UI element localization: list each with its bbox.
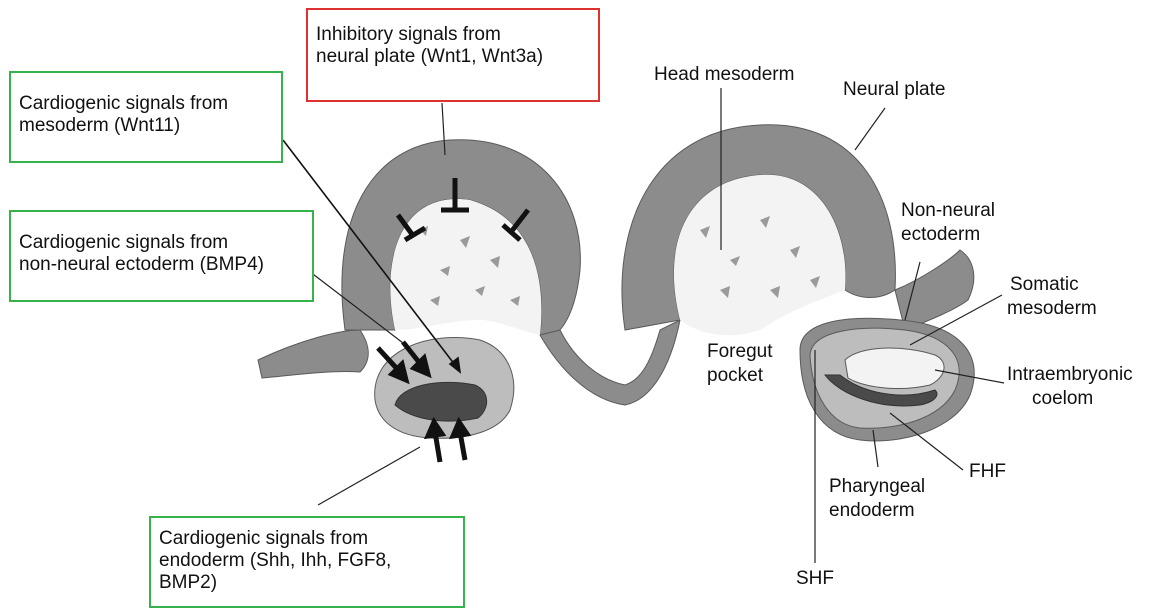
nonneural-box-line-1: Cardiogenic signals from <box>19 232 304 254</box>
label-fhf: FHF <box>969 461 1006 482</box>
endoderm-box-line-3: BMP2) <box>159 572 455 594</box>
neural-plate-midline <box>540 320 680 405</box>
nonneural-signals-box: Cardiogenic signals from non-neural ecto… <box>9 210 314 302</box>
intraembryonic-coelom-space <box>845 348 944 388</box>
label-head-mesoderm: Head mesoderm <box>654 64 794 85</box>
inhibitory-box-line-2: neural plate (Wnt1, Wnt3a) <box>316 46 590 68</box>
label-foregut-pocket-1: Foregut <box>707 341 773 362</box>
inhibitory-signals-box: Inhibitory signals from neural plate (Wn… <box>306 8 600 102</box>
endoderm-box-line-1: Cardiogenic signals from <box>159 528 455 550</box>
label-pharyngeal-endoderm-2: endoderm <box>829 500 915 521</box>
left-lateral-tissue <box>258 330 368 378</box>
label-neural-plate: Neural plate <box>843 79 945 100</box>
mesoderm-box-line-2: mesoderm (Wnt11) <box>19 115 273 137</box>
inhibitory-box-line-1: Inhibitory signals from <box>316 24 590 46</box>
label-shf: SHF <box>796 568 834 589</box>
right-lateral-tissue <box>895 250 974 330</box>
endoderm-signals-box: Cardiogenic signals from endoderm (Shh, … <box>149 516 465 608</box>
label-intraembryonic-coelom-1: Intraembryonic <box>1007 364 1133 385</box>
mesoderm-signals-box: Cardiogenic signals from mesoderm (Wnt11… <box>9 71 283 163</box>
label-pharyngeal-endoderm-1: Pharyngeal <box>829 476 925 497</box>
label-foregut-pocket-2: pocket <box>707 365 764 386</box>
label-somatic-mesoderm-2: mesoderm <box>1007 298 1097 319</box>
label-somatic-mesoderm-1: Somatic <box>1010 274 1079 295</box>
label-intraembryonic-coelom-2: coelom <box>1032 388 1093 409</box>
label-non-neural-ectoderm-1: Non-neural <box>901 200 995 221</box>
mesoderm-box-line-1: Cardiogenic signals from <box>19 93 273 115</box>
label-non-neural-ectoderm-2: ectoderm <box>901 224 980 245</box>
endoderm-box-line-2: endoderm (Shh, Ihh, FGF8, <box>159 550 455 572</box>
nonneural-box-line-2: non-neural ectoderm (BMP4) <box>19 254 304 276</box>
